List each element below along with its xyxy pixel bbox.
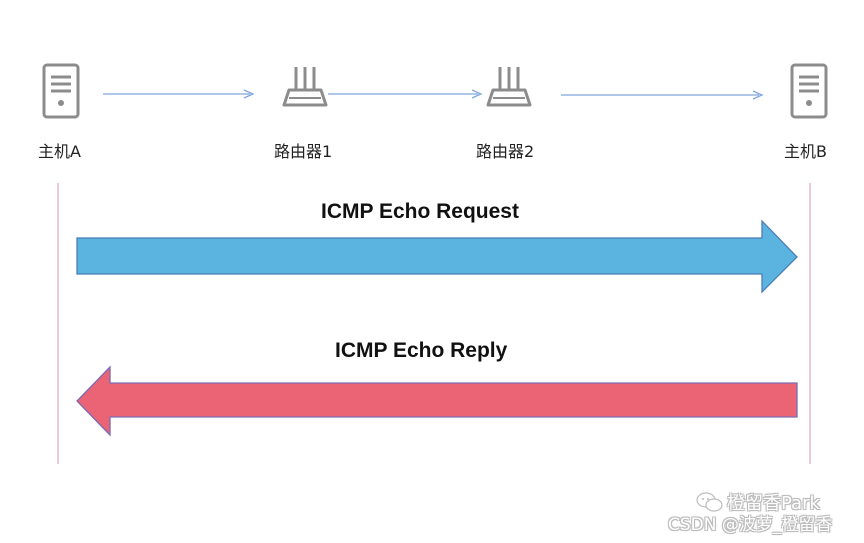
router-1-icon <box>282 67 328 107</box>
echo-reply-label: ICMP Echo Reply <box>335 339 508 362</box>
router-2-icon <box>486 67 532 107</box>
router-2-label: 路由器2 <box>476 142 535 161</box>
connector-host-a-router-1 <box>103 89 255 99</box>
router-1-label: 路由器1 <box>274 142 333 161</box>
host-b-server-icon <box>790 63 828 119</box>
connector-router-2-host-b <box>561 90 764 100</box>
host-a-server-icon <box>42 63 80 119</box>
echo-request-arrow <box>76 219 798 294</box>
echo-request-label: ICMP Echo Request <box>321 200 519 223</box>
host-b-label: 主机B <box>784 142 827 161</box>
watermark-line-2: CSDN @波萝_橙留香 <box>668 515 833 535</box>
echo-reply-arrow <box>76 365 798 437</box>
wechat-icon <box>696 492 723 512</box>
connector-router-1-router-2 <box>328 89 483 99</box>
host-a-label: 主机A <box>38 142 81 161</box>
watermark-line-1: 橙留香Park <box>727 493 820 514</box>
